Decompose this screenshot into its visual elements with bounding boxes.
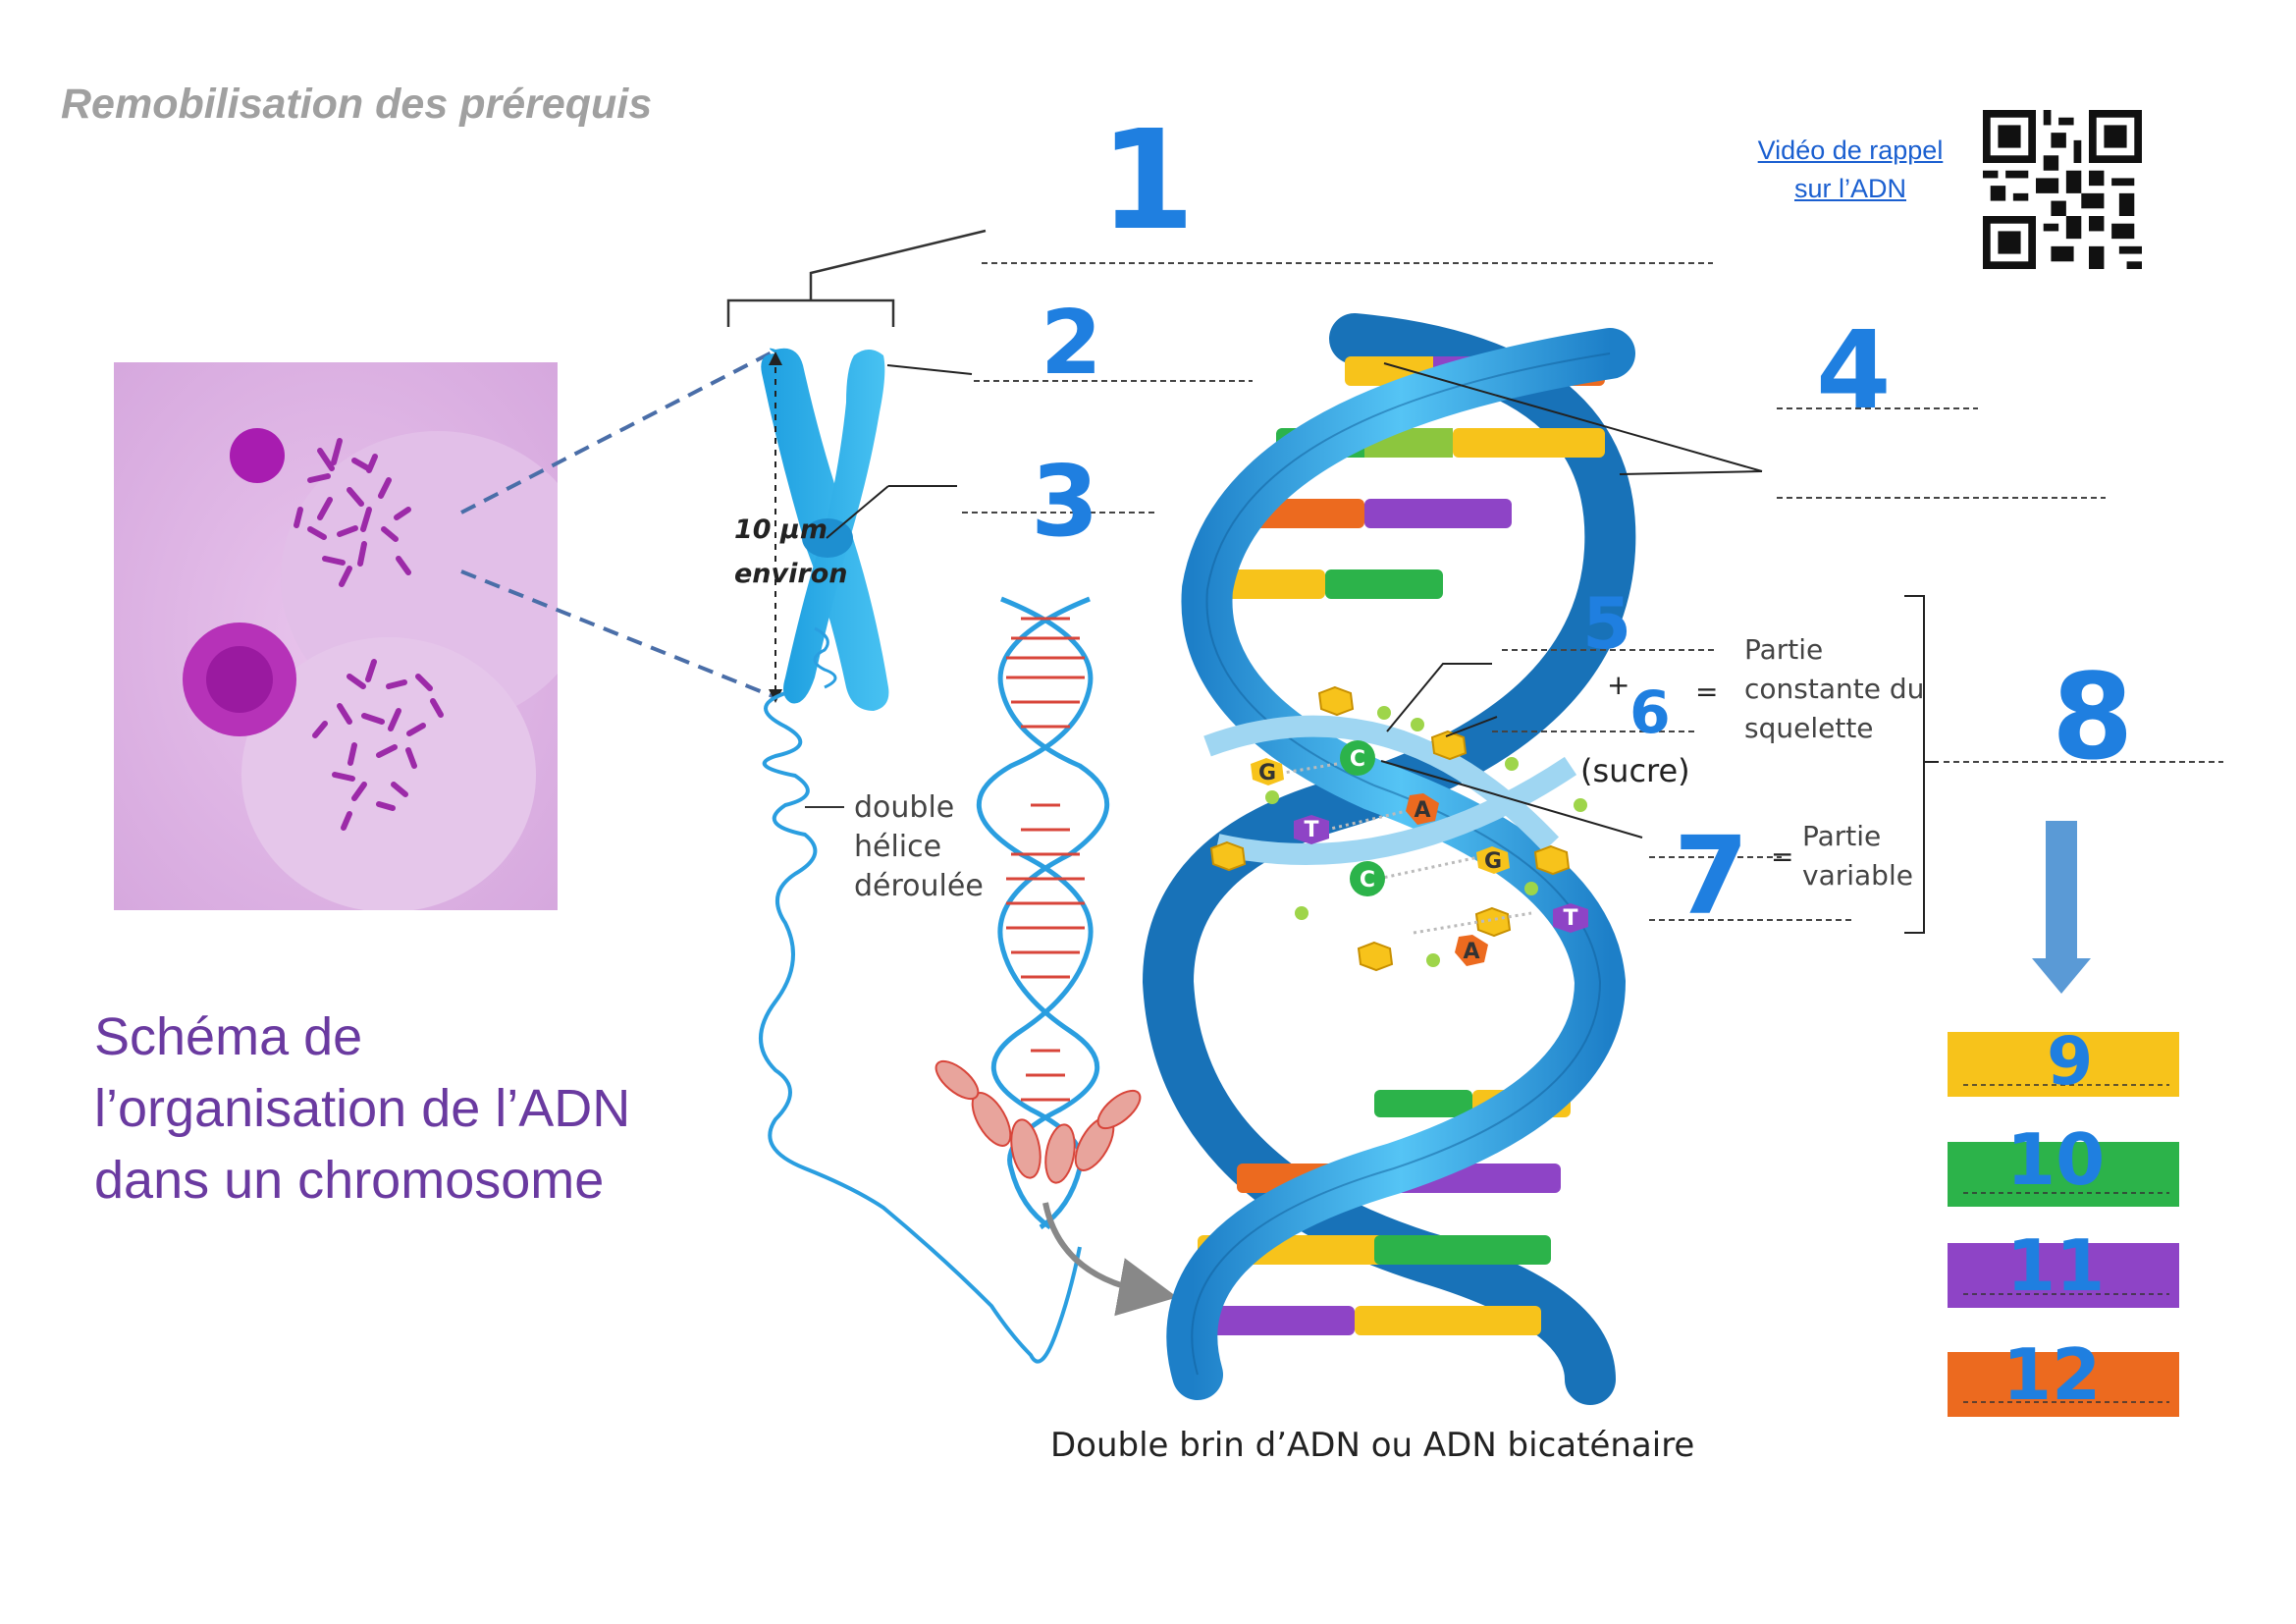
handwritten-number-11: 11 (2006, 1224, 2105, 1307)
base-letter: T (1304, 818, 1318, 842)
color-swatches (1948, 1032, 2179, 1417)
swatch-purple (1948, 1243, 2179, 1308)
handwritten-number-5: 5 (1582, 582, 1631, 665)
handwritten-number-7: 7 (1674, 813, 1749, 939)
handwritten-number-3: 3 (1031, 444, 1099, 559)
handwritten-number-6: 6 (1629, 678, 1671, 747)
base-letters: G C T A G C A T (1251, 740, 1588, 966)
size-value: 10 µm (734, 514, 828, 545)
sucre-label: (sucre) (1580, 752, 1690, 789)
base-letter: A (1414, 798, 1430, 823)
unrolled-dna-strand (759, 691, 1082, 1364)
size-label: environ (734, 559, 847, 589)
swatch-green (1948, 1142, 2179, 1207)
base-letter: G (1484, 849, 1502, 874)
cell-micrograph-image (114, 362, 558, 910)
base-letter: A (1463, 940, 1479, 964)
partie-constante-label: Partie constante du squelette (1744, 633, 1933, 744)
base-letter: G (1258, 761, 1276, 785)
handwritten-number-8: 8 (2052, 650, 2134, 786)
handwritten-number-12: 12 (2002, 1333, 2101, 1416)
answer-lines (962, 262, 2223, 921)
qr-code-icon[interactable] (1983, 110, 2142, 269)
swatch-yellow (1948, 1032, 2179, 1097)
handwritten-number-2: 2 (1041, 292, 1102, 395)
base-letter: C (1360, 868, 1375, 893)
big-double-helix: G C T A G C A T (1142, 313, 1636, 1405)
handwritten-number-10: 10 (2006, 1118, 2105, 1201)
video-link-line1: Vidéo de rappel (1757, 135, 1944, 165)
leader-lines (826, 362, 1939, 934)
handwritten-number-4: 4 (1816, 307, 1892, 433)
equals-sign-1: = (1695, 676, 1718, 708)
schema-title: Schéma de l’organisation de l’ADN dans u… (94, 1001, 630, 1217)
video-link-line2: sur l’ADN (1793, 174, 1906, 203)
video-reminder-link[interactable]: Vidéo de rappel sur l’ADN (1703, 132, 1998, 208)
schema-title-line1: Schéma de (94, 1007, 363, 1066)
schema-title-line3: dans un chromosome (94, 1151, 605, 1210)
chromosome-bracket (726, 229, 987, 327)
base-letter: T (1563, 906, 1577, 931)
base-letter: C (1350, 747, 1365, 772)
swatch-orange (1948, 1352, 2179, 1417)
down-arrow-icon (2032, 821, 2091, 994)
zoom-arrow (1042, 1202, 1178, 1317)
zoom-lines (460, 348, 778, 700)
handwritten-numbers: 1 2 3 4 5 6 7 8 9 10 11 12 (1031, 101, 2134, 1416)
equals-sign-2: = (1771, 840, 1793, 873)
handwritten-number-1: 1 (1099, 101, 1195, 261)
page-header-title: Remobilisation des prérequis (61, 81, 653, 128)
unrolled-label: double hélice déroulée (854, 790, 984, 903)
zoomed-nucleotides (1203, 685, 1587, 972)
handwritten-number-9: 9 (2047, 1023, 2093, 1101)
helix-caption: Double brin d’ADN ou ADN bicaténaire (1050, 1426, 1695, 1465)
schema-title-line2: l’organisation de l’ADN (94, 1079, 631, 1138)
small-double-helix (934, 596, 1142, 1230)
plus-sign: + (1607, 669, 1629, 701)
partie-variable-label: Partie variable (1802, 820, 1913, 892)
